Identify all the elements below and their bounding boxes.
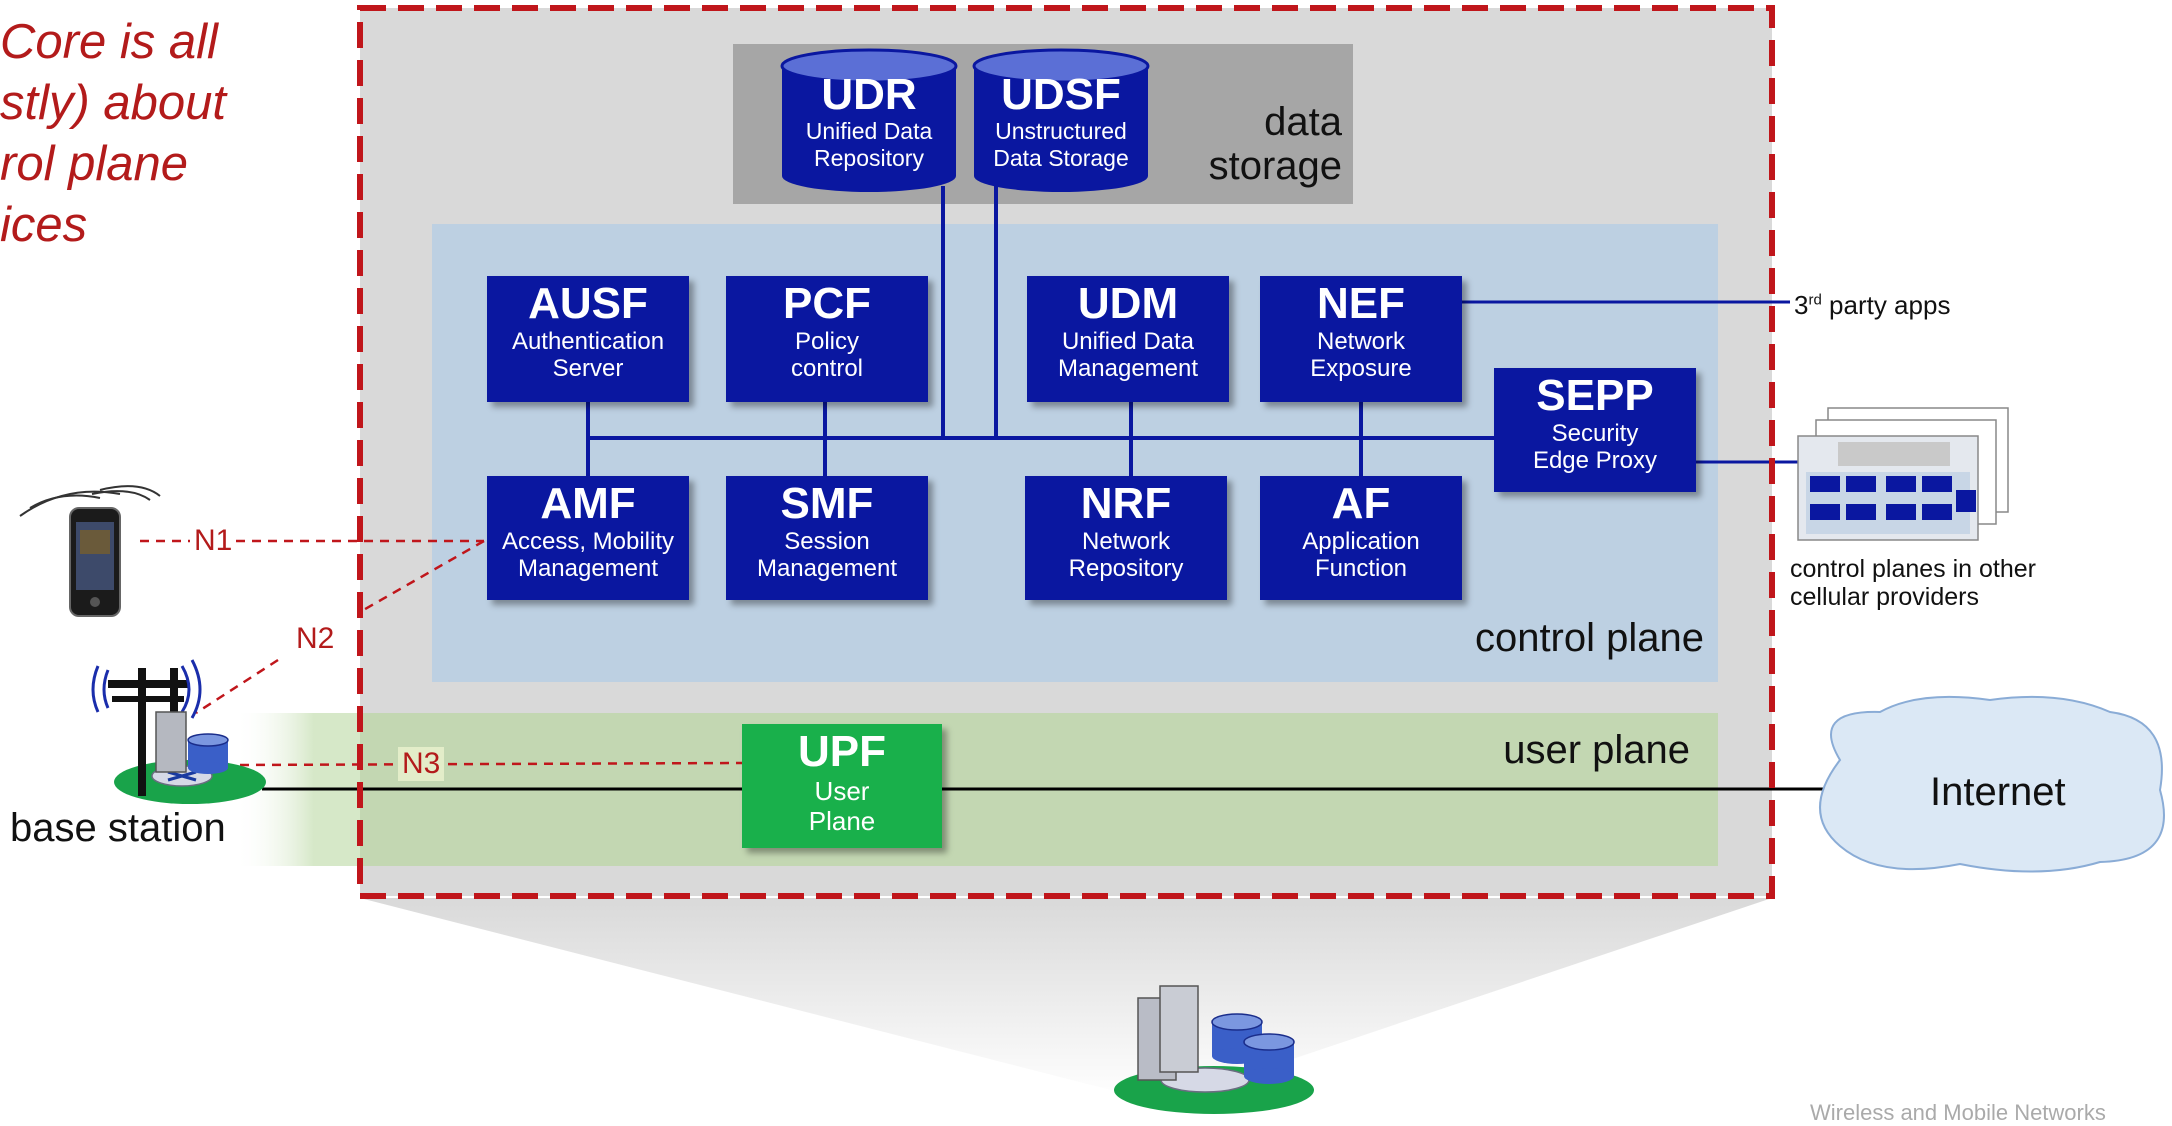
- amf-abbr: AMF: [540, 479, 636, 528]
- upf-abbr: UPF: [798, 727, 886, 776]
- sepp-full-1: Security: [1551, 420, 1639, 447]
- base-station-icon: [91, 659, 266, 804]
- n1-label: N1: [190, 524, 237, 558]
- upf-full-1: User: [814, 776, 870, 806]
- internet-label: Internet: [1930, 770, 2066, 814]
- udsf-full-2: Data Storage: [993, 145, 1129, 171]
- headline-line-4: ices: [0, 198, 88, 252]
- nrf-box: NRF Network Repository: [1025, 476, 1227, 600]
- third-party-sup: rd: [1808, 291, 1822, 309]
- smf-box: SMF Session Management: [726, 476, 928, 600]
- third-party-apps-label: 3rd party apps: [1794, 290, 1950, 321]
- sepp-box: SEPP Security Edge Proxy: [1494, 368, 1696, 492]
- af-full-1: Application: [1302, 528, 1420, 555]
- headline-line-1: Core is all: [0, 15, 218, 69]
- udm-full-1: Unified Data: [1061, 328, 1195, 355]
- sepp-full-2: Edge Proxy: [1532, 447, 1658, 474]
- amf-box: AMF Access, Mobility Management: [487, 476, 689, 600]
- udsf-full-1: Unstructured: [995, 118, 1127, 144]
- n2-label: N2: [296, 622, 335, 655]
- udsf-abbr: UDSF: [1001, 70, 1121, 119]
- udr-cylinder: [780, 48, 958, 192]
- nef-full-2: Exposure: [1310, 355, 1412, 382]
- udm-abbr: UDM: [1077, 279, 1179, 328]
- nef-abbr: NEF: [1317, 279, 1405, 328]
- core-dashed-border: [357, 5, 1775, 899]
- amf-full-1: Access, Mobility: [501, 528, 675, 555]
- af-abbr: AF: [1331, 479, 1391, 528]
- sepp-abbr: SEPP: [1536, 371, 1654, 420]
- nrf-abbr: NRF: [1080, 479, 1172, 528]
- ausf-box: AUSF Authentication Server: [487, 276, 689, 402]
- upf-full-2: Plane: [808, 806, 876, 836]
- data-storage-label: data storage: [1208, 100, 1342, 188]
- headline-line-3: rol plane: [0, 137, 188, 191]
- core-zoom-funnel: [360, 898, 1772, 1100]
- smf-full-1: Session: [784, 528, 870, 555]
- udm-box: UDM Unified Data Management: [1027, 276, 1229, 402]
- base-station-label: base station: [10, 806, 226, 850]
- amf-full-2: Management: [517, 555, 659, 582]
- user-plane-label: user plane: [1503, 728, 1690, 772]
- phone-icon: [19, 485, 161, 617]
- ausf-abbr: AUSF: [528, 279, 648, 328]
- nef-full-1: Network: [1316, 328, 1406, 355]
- other-providers-label: control planes in other cellular provide…: [1790, 555, 2036, 611]
- control-plane-label: control plane: [1474, 616, 1704, 660]
- n3-link: [239, 761, 743, 767]
- udr-full-1: Unified Data: [805, 118, 933, 144]
- other-providers-line-2: cellular providers: [1790, 583, 1979, 611]
- n2-link-upper: [359, 539, 485, 614]
- footer-label: Wireless and Mobile Networks: [1810, 1100, 2106, 1125]
- ausf-full-2: Server: [552, 355, 624, 382]
- internet-cloud: [1819, 695, 2165, 873]
- pcf-box: PCF Policy control: [726, 276, 928, 402]
- n3-label: N3: [398, 747, 445, 781]
- nrf-full-1: Network: [1081, 528, 1171, 555]
- nef-box: NEF Network Exposure: [1260, 276, 1462, 402]
- smf-abbr: SMF: [780, 479, 874, 528]
- pcf-full-1: Policy: [794, 328, 860, 355]
- udr-full-2: Repository: [814, 145, 924, 171]
- udsf-node: UDSF Unstructured Data Storage: [974, 72, 1148, 172]
- af-full-2: Function: [1314, 555, 1408, 582]
- server-cluster-icon: [1114, 985, 1314, 1114]
- third-party-num: 3: [1794, 290, 1809, 320]
- third-party-text: party apps: [1821, 290, 1951, 320]
- headline-line-2: stly) about: [0, 76, 227, 130]
- nrf-full-2: Repository: [1068, 555, 1184, 582]
- pcf-abbr: PCF: [783, 279, 871, 328]
- smf-full-2: Management: [756, 555, 898, 582]
- udr-abbr: UDR: [821, 70, 917, 119]
- other-providers-icon: [1797, 407, 2009, 541]
- af-box: AF Application Function: [1260, 476, 1462, 600]
- udm-full-2: Management: [1057, 355, 1199, 382]
- udr-node: UDR Unified Data Repository: [782, 72, 956, 172]
- other-providers-line-1: control planes in other: [1790, 555, 2036, 583]
- headline: Core is all stly) about rol plane ices: [0, 12, 226, 256]
- ausf-full-1: Authentication: [511, 328, 665, 355]
- upf-box: UPF User Plane: [742, 724, 942, 848]
- pcf-full-2: control: [790, 355, 864, 382]
- udsf-cylinder: [972, 48, 1150, 192]
- n2-link-lower: [195, 658, 279, 715]
